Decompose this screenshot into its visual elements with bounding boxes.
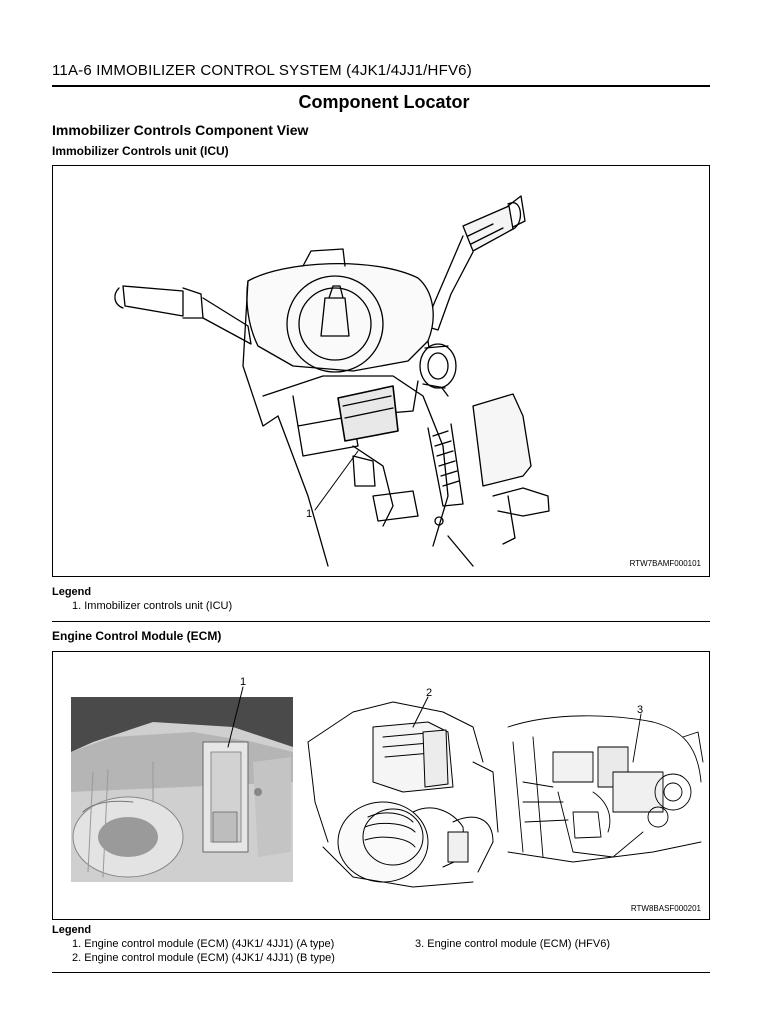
ecm-heading: Engine Control Module (ECM)	[52, 629, 222, 643]
header-rule	[52, 85, 710, 87]
ecm-illustration: 1 2	[71, 676, 704, 888]
ecm-callout-3: 3	[637, 704, 643, 716]
bottom-rule	[52, 972, 710, 973]
legend2-item-2: 2. Engine control module (ECM) (4JK1/ 4J…	[72, 952, 335, 964]
page-header: 11A-6 IMMOBILIZER CONTROL SYSTEM (4JK1/4…	[52, 62, 472, 79]
ecm-hfv6-image: 3	[507, 704, 704, 863]
legend1-heading: Legend	[52, 586, 92, 598]
ecm-figure: 1 2	[52, 651, 710, 920]
section-title: Immobilizer Controls Component View	[52, 122, 309, 138]
ecm-a-type-image: 1	[71, 676, 293, 882]
section-rule	[52, 621, 710, 622]
ecm-b-type-image: 2	[307, 687, 499, 888]
figure1-id: RTW7BAMF000101	[629, 559, 701, 568]
ecm-callout-2: 2	[426, 687, 432, 699]
icu-heading: Immobilizer Controls unit (ICU)	[52, 144, 229, 158]
legend2-item-1: 1. Engine control module (ECM) (4JK1/ 4J…	[72, 938, 335, 950]
legend1-item: 1. Immobilizer controls unit (ICU)	[72, 600, 233, 612]
icu-illustration: 1	[114, 195, 550, 567]
icu-figure: 1 RTW7BAMF000101	[52, 165, 710, 577]
legend2-item-3: 3. Engine control module (ECM) (HFV6)	[415, 938, 611, 950]
page-title: Component Locator	[298, 92, 470, 112]
icu-callout-1: 1	[306, 508, 312, 520]
ecm-callout-1: 1	[240, 676, 246, 688]
figure2-id: RTW8BASF000201	[630, 904, 701, 913]
legend2-heading: Legend	[52, 924, 92, 936]
